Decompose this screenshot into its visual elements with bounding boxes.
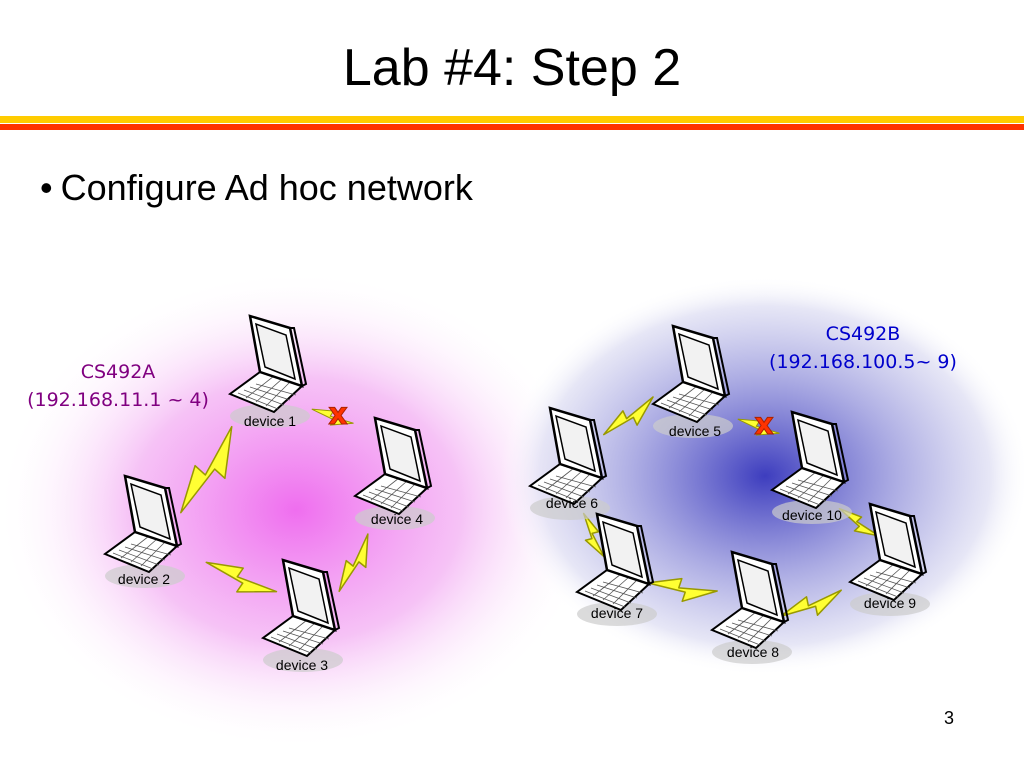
device-d1: device 1 — [228, 314, 312, 430]
page-number: 3 — [944, 708, 955, 728]
bullet-item: •Configure Ad hoc network — [40, 166, 473, 210]
device-label: device 8 — [727, 644, 779, 660]
device-label: device 7 — [591, 605, 643, 621]
device-label: device 10 — [782, 507, 842, 523]
device-label: device 6 — [546, 495, 598, 511]
network-b-name: CS492B — [826, 323, 901, 345]
broken-link-x-mark: x — [328, 397, 347, 432]
device-d8: device 8 — [710, 550, 794, 666]
device-d2: device 2 — [103, 474, 187, 590]
device-label: device 4 — [371, 511, 423, 527]
title-rule-yellow — [0, 116, 1024, 123]
slide-title: Lab #4: Step 2 — [342, 39, 682, 97]
broken-link-x-mark: x — [754, 407, 773, 442]
title-rule-red — [0, 124, 1024, 130]
wireless-link-icon — [205, 561, 278, 593]
network-a-glow — [0, 270, 596, 750]
bullet-text: Configure Ad hoc network — [60, 167, 473, 208]
device-d5: device 5 — [651, 324, 735, 440]
network-a-range: (192.168.11.1 ~ 4) — [27, 389, 209, 411]
device-label: device 2 — [118, 571, 170, 587]
wireless-link-icon — [779, 589, 842, 618]
broken-link-bolt-icon — [311, 408, 354, 426]
device-d10: device 10 — [770, 410, 854, 526]
device-label: device 5 — [669, 423, 721, 439]
broken-link-bolt-icon — [737, 418, 780, 436]
wireless-link-icon — [646, 577, 718, 603]
wireless-link-icon — [603, 396, 654, 436]
network-a-name: CS492A — [81, 361, 156, 383]
device-d7: device 7 — [575, 512, 659, 628]
device-label: device 9 — [864, 595, 916, 611]
device-d9: device 9 — [848, 502, 932, 618]
device-d6: device 6 — [528, 406, 612, 522]
device-d3: device 3 — [261, 558, 345, 674]
wireless-link-icon — [338, 533, 369, 593]
devices-layer: device 1 device 2 device 3 device 4 device 5… — [103, 314, 932, 674]
device-d4: device 4 — [353, 416, 437, 532]
wireless-link-icon — [180, 425, 233, 514]
network-b-range: (192.168.100.5~ 9) — [769, 351, 957, 373]
bullet-dot-icon: • — [40, 167, 53, 208]
device-label: device 1 — [244, 413, 296, 429]
device-label: device 3 — [276, 657, 328, 673]
